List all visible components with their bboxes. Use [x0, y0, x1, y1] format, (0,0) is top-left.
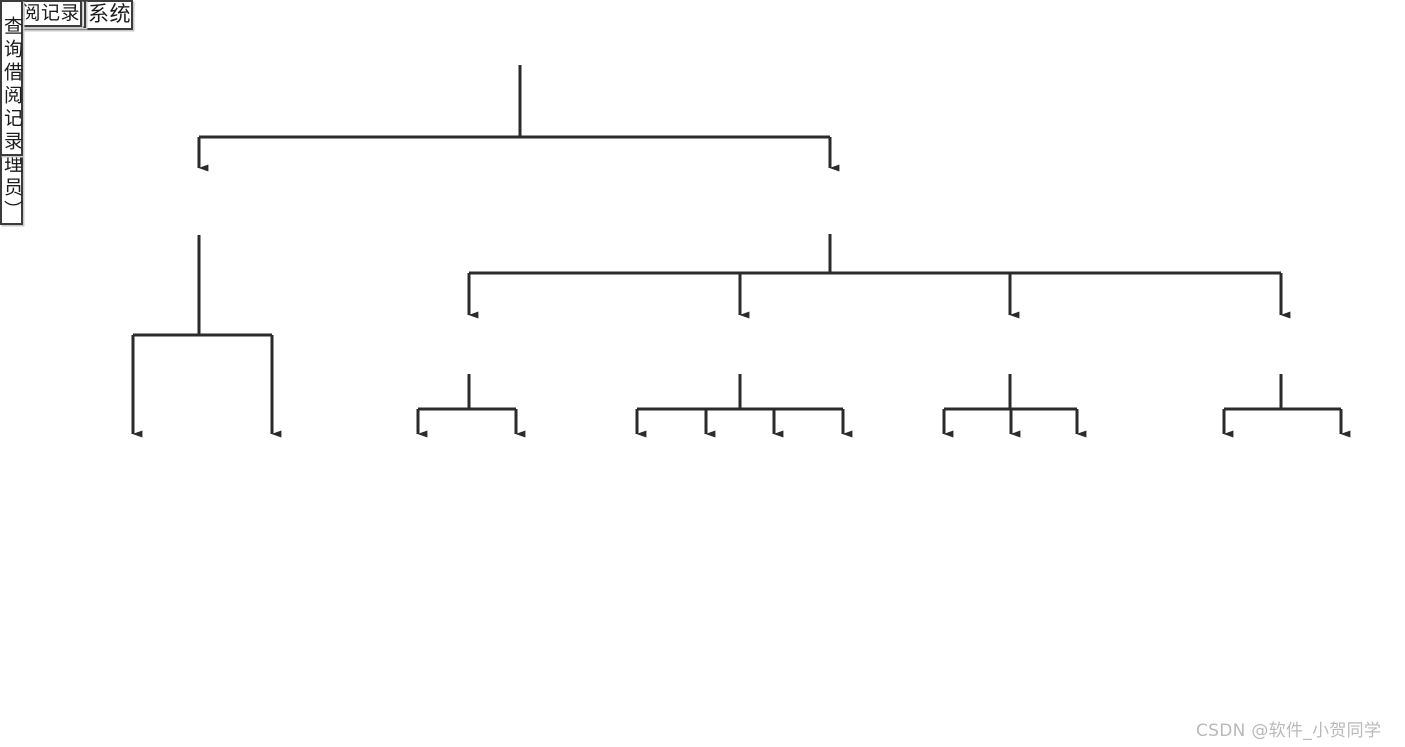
csdn-watermark: CSDN @软件_小贺同学 [1196, 721, 1382, 741]
leaf-node-query-borrow-record[interactable]: 查询借阅记录 [0, 0, 23, 156]
node-label: 查询借阅记录 [1, 16, 23, 154]
